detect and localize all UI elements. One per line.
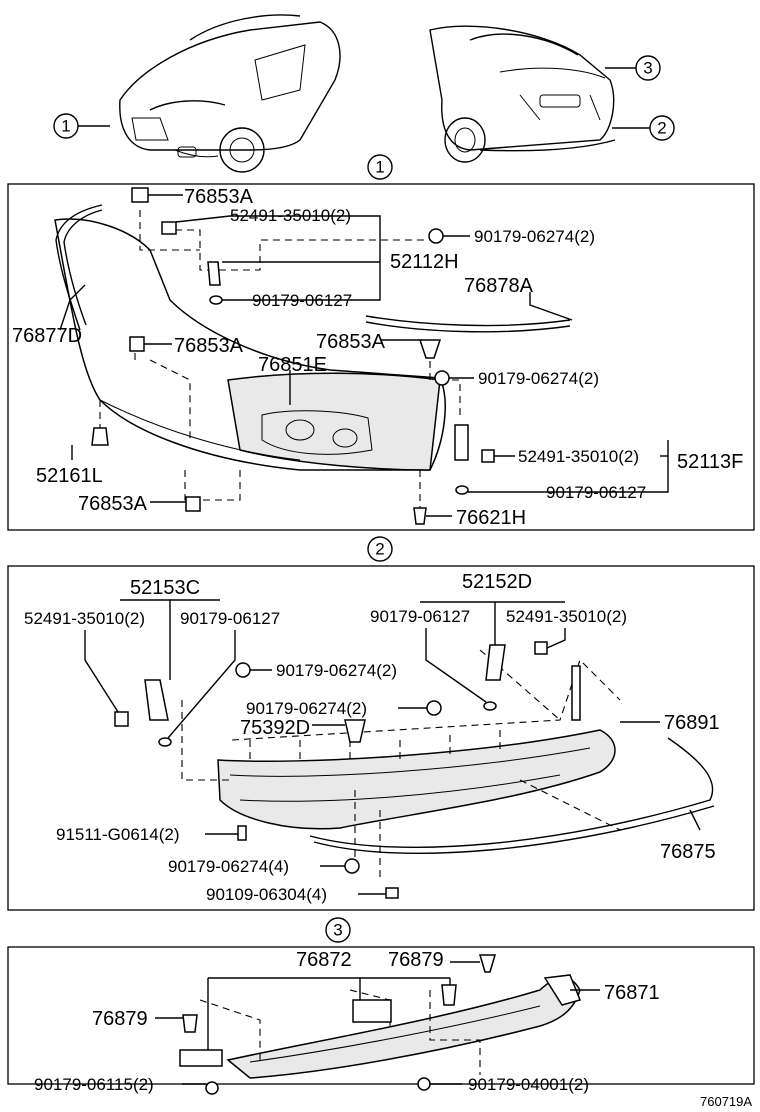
label-90179-04001: 90179-04001(2) — [468, 1075, 589, 1094]
label-52113f: 52113F — [677, 451, 743, 473]
label-52152d: 52152D — [462, 571, 532, 593]
section-2-labels: 52153C 52152D 52491-35010(2) 90179-06127… — [24, 571, 720, 904]
label-52153c: 52153C — [130, 577, 200, 599]
section-1-fasteners — [91, 187, 495, 525]
label-75392d: 75392D — [240, 717, 310, 739]
rear-molding-76875 — [309, 737, 715, 855]
label-76853a-top: 76853A — [184, 186, 254, 208]
rear-bumper-cover — [217, 729, 616, 830]
label-52491-35010-a: 52491-35010(2) — [230, 206, 351, 225]
label-52491-35010-c: 52491-35010(2) — [24, 609, 145, 628]
diagram-code: 760719A — [700, 1094, 752, 1109]
front-bumper-cover — [54, 218, 446, 471]
svg-text:3: 3 — [643, 59, 652, 78]
label-76879-left: 76879 — [92, 1008, 148, 1030]
label-76872: 76872 — [296, 949, 352, 971]
svg-text:2: 2 — [657, 119, 666, 138]
svg-text:1: 1 — [375, 158, 384, 177]
label-90179-06274-c: 90179-06274(2) — [276, 661, 397, 680]
section-3-labels: 76872 76879 76871 76879 90179-06115(2) 9… — [34, 949, 660, 1094]
section-1-labels: 76853A 52491-35010(2) 90179-06274(2) 521… — [12, 186, 743, 529]
label-90179-06115: 90179-06115(2) — [34, 1075, 154, 1094]
section-2-leaders — [84, 599, 701, 895]
callout-2-rear: 2 — [649, 115, 675, 141]
label-76875: 76875 — [660, 841, 716, 863]
label-76891: 76891 — [664, 712, 720, 734]
svg-text:2: 2 — [375, 540, 384, 559]
label-90179-06127-a: 90179-06127 — [252, 291, 352, 310]
section-3-heading: 3 — [325, 917, 351, 943]
label-90179-06274-d: 90179-06274(2) — [246, 699, 367, 718]
label-52161l: 52161L — [36, 465, 103, 487]
label-76853a-bottom: 76853A — [78, 493, 148, 515]
label-90179-06127-c: 90179-06127 — [180, 609, 280, 628]
svg-text:1: 1 — [61, 117, 70, 136]
label-90179-06127-b: 90179-06127 — [546, 483, 646, 502]
section-3-fasteners — [179, 954, 497, 1095]
callout-1-front: 1 — [53, 113, 79, 139]
molding-76878a — [365, 315, 571, 333]
svg-text:3: 3 — [333, 921, 342, 940]
label-76853a-right: 76853A — [316, 331, 386, 353]
label-76877d: 76877D — [12, 325, 82, 347]
label-76879-top: 76879 — [388, 949, 444, 971]
label-90109-06304: 90109-06304(4) — [206, 885, 327, 904]
label-76878a: 76878A — [464, 275, 534, 297]
label-76871: 76871 — [604, 982, 660, 1004]
section-3-frame — [7, 946, 755, 1085]
front-car-sketch — [78, 14, 341, 173]
section-2-fasteners — [114, 641, 581, 899]
label-90179-06274-a: 90179-06274(2) — [474, 227, 595, 246]
section-1-frame — [7, 183, 755, 531]
label-52491-35010-b: 52491-35010(2) — [518, 447, 639, 466]
section-1-leaders — [59, 194, 669, 517]
label-90179-06127-d: 90179-06127 — [370, 607, 470, 626]
callout-3-rear: 3 — [635, 55, 661, 81]
label-76851e: 76851E — [258, 354, 327, 376]
label-91511-g0614: 91511-G0614(2) — [56, 825, 180, 844]
label-90179-06274-b: 90179-06274(2) — [478, 369, 599, 388]
front-molding-strip-76877d — [55, 204, 103, 331]
label-52112h: 52112H — [390, 251, 459, 273]
section-2-frame — [7, 565, 755, 911]
section-3-leaders — [155, 961, 600, 1085]
section-2-heading: 2 — [367, 536, 393, 562]
label-52491-35010-d: 52491-35010(2) — [506, 607, 627, 626]
label-76621h: 76621H — [456, 507, 526, 529]
rear-car-sketch — [429, 25, 650, 163]
label-76853a-mid: 76853A — [174, 335, 244, 357]
label-90179-06274-e: 90179-06274(4) — [168, 857, 289, 876]
section-1-heading: 1 — [367, 154, 393, 180]
rear-spoiler — [226, 974, 582, 1079]
